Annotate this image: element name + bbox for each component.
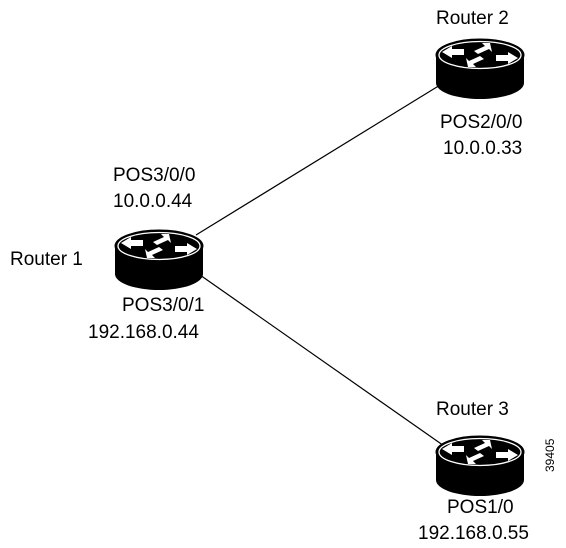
router-1-label: Router 1 (10, 249, 83, 270)
router-1-port-b: POS3/0/1 (122, 295, 205, 316)
router-3-label: Router 3 (436, 399, 509, 420)
figure-id: 39405 (543, 438, 557, 472)
router-3-port: POS1/0 (447, 497, 514, 518)
router-1-port-a: POS3/0/0 (113, 165, 196, 186)
router-icon (435, 435, 525, 497)
router-icon (114, 229, 204, 291)
router-1-ip-b: 192.168.0.44 (88, 322, 199, 343)
router-2-port: POS2/0/0 (440, 112, 523, 133)
router-2-ip: 10.0.0.33 (443, 138, 523, 159)
router-icon (435, 38, 525, 100)
link-router1-router2 (195, 81, 446, 236)
router-1-ip-a: 10.0.0.44 (113, 191, 193, 212)
router-2-label: Router 2 (436, 8, 509, 29)
router-3-ip: 192.168.0.55 (418, 523, 529, 544)
link-router1-router3 (199, 274, 448, 449)
